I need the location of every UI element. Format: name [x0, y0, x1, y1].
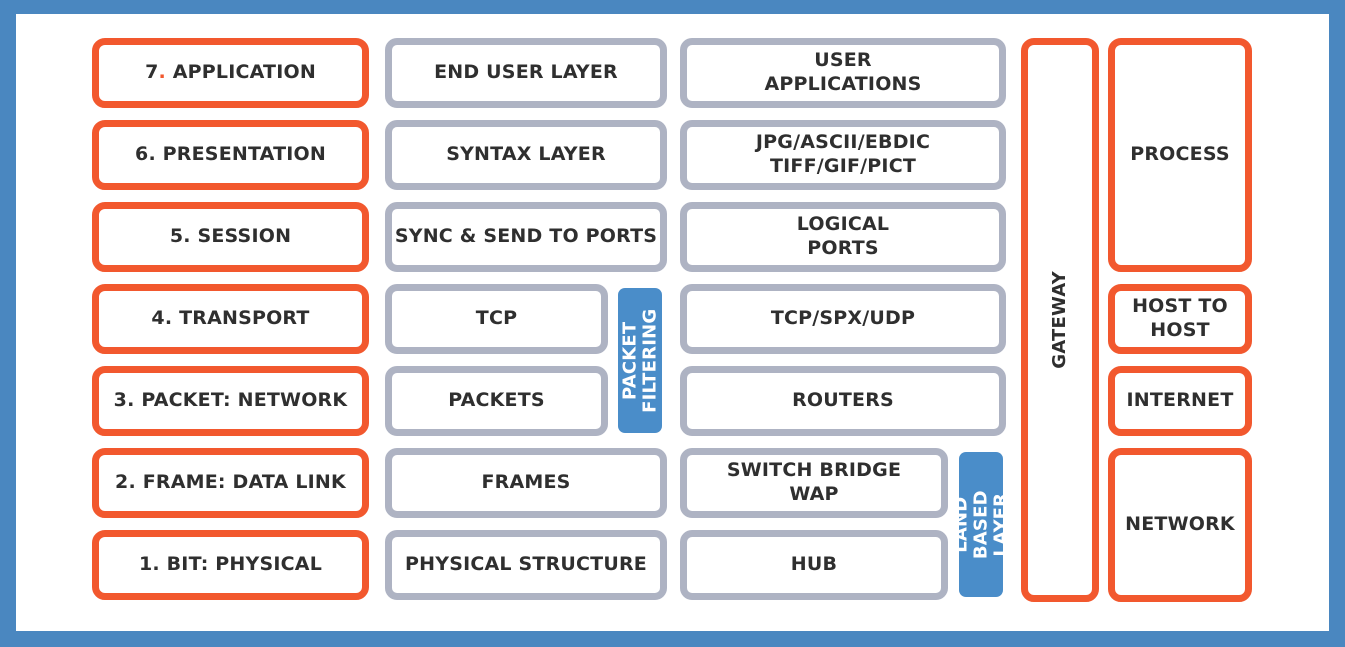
osi-layer-5: 5. SESSION [92, 202, 369, 272]
gateway-label: GATEWAY [1049, 271, 1071, 369]
osi-layer-7: 7. APPLICATION [92, 38, 369, 108]
example-file-formats: JPG/ASCII/EBDIC TIFF/GIF/PICT [680, 120, 1006, 190]
example-logical-ports: LOGICAL PORTS [680, 202, 1006, 272]
gateway-box: GATEWAY [1021, 38, 1099, 602]
example-tcp-spx-udp: TCP/SPX/UDP [680, 284, 1006, 354]
osi-layer-7-label: 7. APPLICATION [145, 61, 316, 84]
tcpip-network: NETWORK [1108, 448, 1252, 602]
tcpip-internet: INTERNET [1108, 366, 1252, 436]
osi-layer-1-label: 1. BIT: PHYSICAL [138, 553, 323, 576]
land-based-layer-badge: LAND BASED LAYER [950, 452, 1011, 597]
osi-layer-4-label: 4. TRANSPORT [151, 307, 310, 330]
osi-layer-5-label: 5. SESSION [169, 225, 292, 248]
osi-layer-2-label: 2. FRAME: DATA LINK [115, 471, 346, 494]
desc-packets: PACKETS [385, 366, 608, 436]
osi-layer-3: 3. PACKET: NETWORK [92, 366, 369, 436]
osi-layer-3-label: 3. PACKET: NETWORK [113, 389, 348, 412]
tcpip-process: PROCESS [1108, 38, 1252, 272]
desc-physical-structure: PHYSICAL STRUCTURE [385, 530, 667, 600]
osi-layer-1: 1. BIT: PHYSICAL [92, 530, 369, 600]
example-routers: ROUTERS [680, 366, 1006, 436]
desc-frames: FRAMES [385, 448, 667, 518]
land-based-layer-label: LAND BASED LAYER [950, 490, 1011, 559]
osi-layer-4: 4. TRANSPORT [92, 284, 369, 354]
example-switch-bridge-wap: SWITCH BRIDGE WAP [680, 448, 948, 518]
osi-layer-2: 2. FRAME: DATA LINK [92, 448, 369, 518]
tcpip-host-to-host: HOST TO HOST [1108, 284, 1252, 354]
example-hub: HUB [680, 530, 948, 600]
example-user-applications: USER APPLICATIONS [680, 38, 1006, 108]
osi-layer-6-label: 6. PRESENTATION [135, 143, 326, 166]
osi-layer-6: 6. PRESENTATION [92, 120, 369, 190]
desc-end-user-layer: END USER LAYER [385, 38, 667, 108]
desc-syntax-layer: SYNTAX LAYER [385, 120, 667, 190]
packet-filtering-badge: PACKET FILTERING [618, 288, 662, 433]
packet-filtering-label: PACKET FILTERING [619, 308, 661, 413]
desc-tcp: TCP [385, 284, 608, 354]
desc-sync-send-to-ports: SYNC & SEND TO PORTS [385, 202, 667, 272]
